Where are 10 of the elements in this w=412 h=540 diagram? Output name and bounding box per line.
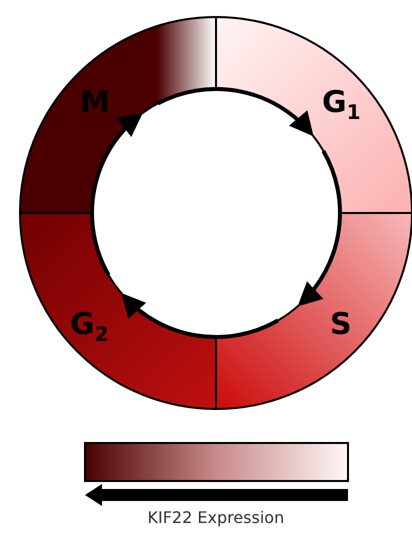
phase-label: M xyxy=(80,88,110,118)
phase-label: G$_{1}$ xyxy=(322,88,361,122)
arrow xyxy=(90,112,143,276)
scale-caption: KIF22 Expression xyxy=(148,508,284,527)
arrow xyxy=(298,150,342,307)
phase-label: G$_{2}$ xyxy=(70,310,109,344)
color-scale-bar xyxy=(84,442,349,482)
arrow xyxy=(121,293,279,339)
phase-label: S xyxy=(330,310,352,340)
arrow xyxy=(156,87,314,136)
